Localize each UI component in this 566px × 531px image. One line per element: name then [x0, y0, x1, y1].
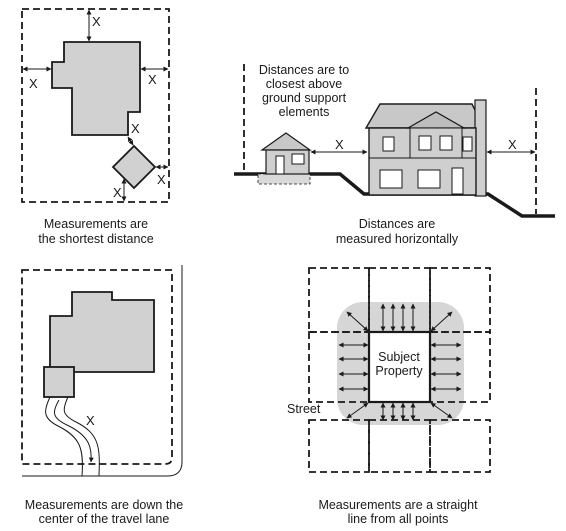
x-mark: X: [131, 121, 140, 136]
street-curb: [22, 265, 183, 477]
lot-boundary: [21, 8, 170, 203]
travel-lane-arrow: [54, 399, 94, 463]
note-line: closest above: [266, 77, 342, 91]
distance-arrows: [338, 303, 462, 421]
shed-foundation: [257, 173, 311, 185]
main-building: [51, 41, 141, 136]
caption-line: Measurements are: [44, 217, 148, 231]
x-mark: X: [157, 172, 166, 187]
caption-line: center of the travel lane: [39, 512, 170, 526]
caption-line: Measurements are down the: [25, 498, 183, 512]
house: [364, 99, 487, 197]
subject-property-label: Property: [375, 364, 423, 378]
caption-line: measured horizontally: [336, 232, 459, 246]
panel-measured-horizontally: X X Distances are to closest above groun…: [234, 63, 555, 246]
driveway-edge: [63, 396, 100, 477]
garage: [43, 366, 75, 398]
panel-straight-line: Subject Property Street Measurements are…: [287, 267, 491, 526]
x-mark: X: [113, 185, 122, 200]
note-line: ground support: [262, 91, 347, 105]
x-mark: X: [86, 413, 95, 428]
caption-line: the shortest distance: [38, 232, 153, 246]
caption-line: Distances are: [359, 217, 435, 231]
x-mark: X: [148, 72, 157, 87]
shed: [260, 132, 312, 175]
caption-line: line from all points: [348, 512, 449, 526]
x-mark: X: [508, 137, 517, 152]
note-line: Distances are to: [259, 63, 349, 77]
accessory-building: [111, 144, 157, 190]
driveway-edge: [45, 396, 83, 477]
street-label: Street: [287, 402, 321, 416]
lot-boundary: [21, 269, 173, 465]
x-mark: X: [92, 14, 101, 29]
panel-shortest-distance: X X X X X X Measurements are the shortes…: [21, 8, 170, 246]
panel-travel-lane: X Measurements are down the center of th…: [21, 265, 183, 526]
note-line: elements: [279, 105, 330, 119]
subject-property: [367, 330, 432, 404]
x-mark: X: [335, 137, 344, 152]
subject-property-label: Subject: [378, 350, 420, 364]
separation-arrow: [127, 136, 134, 146]
x-mark: X: [29, 76, 38, 91]
caption-line: Measurements are a straight: [318, 498, 478, 512]
main-building: [49, 291, 155, 373]
